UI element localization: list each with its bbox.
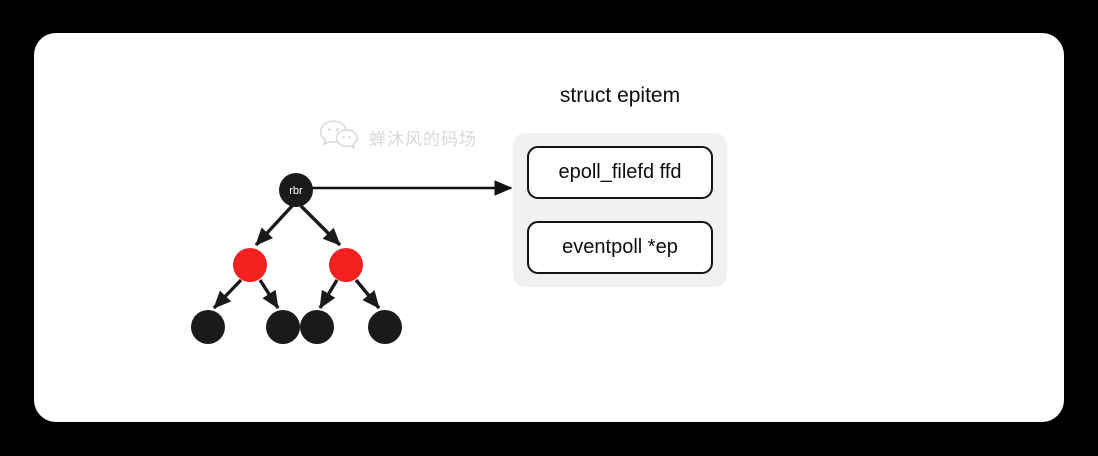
struct-field-label: eventpoll *ep [562, 236, 678, 258]
watermark-text: 蝉沐风的码场 [369, 130, 477, 150]
struct-title: struct epitem [559, 84, 681, 107]
struct-field-ep[interactable]: eventpoll *ep [527, 221, 713, 274]
struct-field-label: epoll_filefd ffd [558, 161, 682, 183]
struct-epitem-container: epoll_filefd ffd eventpoll *ep [513, 133, 727, 287]
struct-field-ffd[interactable]: epoll_filefd ffd [527, 146, 713, 199]
wechat-bubbles-icon [318, 118, 360, 157]
watermark: 蝉沐风的码场 [318, 118, 477, 157]
